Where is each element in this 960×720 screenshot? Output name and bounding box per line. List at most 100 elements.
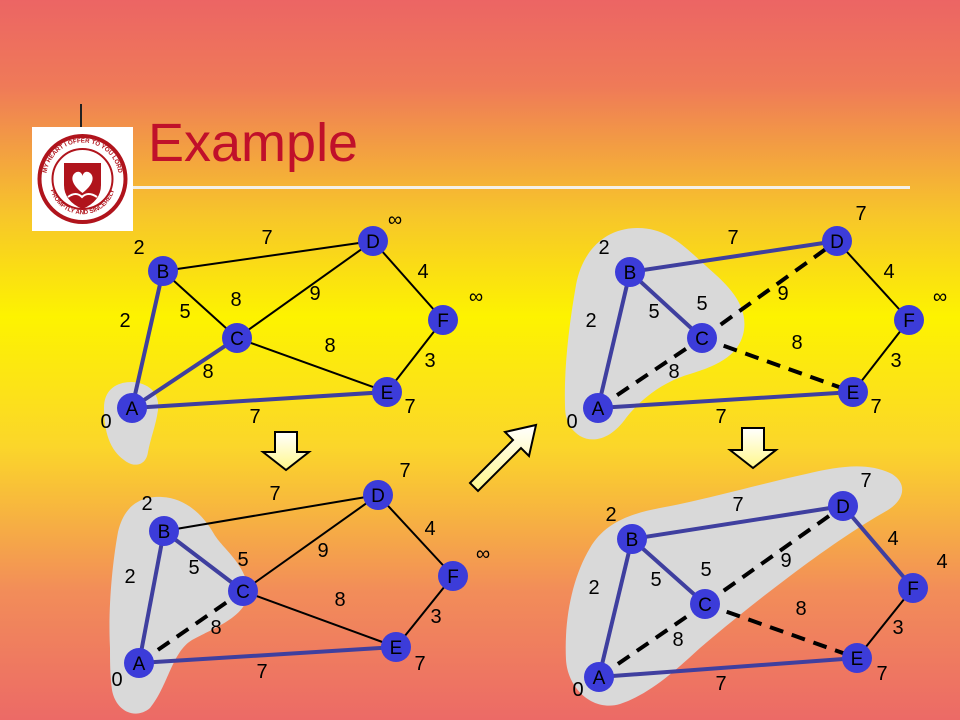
node-label-e: E — [390, 638, 403, 659]
node-distance-f: 4 — [936, 551, 947, 573]
edge-c-e — [704, 602, 858, 660]
node-distance-f: ∞ — [933, 286, 947, 308]
edge-b-d — [629, 239, 838, 274]
node-b: B — [149, 516, 179, 546]
node-distance-a: 0 — [572, 679, 583, 701]
node-label-c: C — [695, 329, 709, 350]
node-d: D — [358, 226, 388, 256]
edge-e-f — [386, 319, 444, 393]
edge-c-d — [242, 494, 379, 592]
edge-b-c — [162, 270, 238, 339]
edge-c-d — [236, 240, 374, 339]
visited-region-4 — [565, 466, 903, 706]
node-e: E — [372, 377, 402, 407]
node-b: B — [615, 257, 645, 287]
node-label-b: B — [158, 522, 171, 543]
node-distance-d: 7 — [860, 470, 871, 492]
node-distance-d: ∞ — [388, 209, 402, 231]
node-distance-e: 7 — [870, 396, 881, 418]
edge-weight-a-c: 8 — [672, 629, 683, 651]
node-label-f: F — [907, 579, 919, 600]
edge-weight-a-b: 2 — [585, 310, 596, 332]
edge-b-c — [628, 270, 704, 340]
node-label-b: B — [626, 530, 639, 551]
edge-weight-a-e: 7 — [249, 406, 260, 428]
node-label-e: E — [847, 383, 860, 404]
node-f: F — [438, 561, 468, 591]
node-a: A — [117, 393, 147, 423]
edge-weight-c-e: 8 — [795, 598, 806, 620]
node-distance-d: 7 — [855, 203, 866, 225]
node-distance-a: 0 — [111, 669, 122, 691]
node-label-f: F — [903, 311, 915, 332]
node-label-c: C — [236, 582, 250, 603]
edge-weight-a-c: 8 — [202, 361, 213, 383]
edge-e-f — [852, 319, 910, 393]
node-b: B — [617, 524, 647, 554]
edge-weight-a-b: 2 — [119, 310, 130, 332]
edge-a-c — [137, 589, 245, 665]
node-f: F — [894, 305, 924, 335]
edge-d-f — [836, 240, 910, 321]
node-c: C — [222, 323, 252, 353]
edge-weight-e-f: 3 — [430, 606, 441, 628]
edge-d-f — [377, 494, 454, 577]
edge-weight-b-d: 7 — [727, 227, 738, 249]
graph-panel-2 — [596, 239, 910, 410]
node-distance-b: 2 — [141, 493, 152, 515]
node-distance-b: 2 — [605, 504, 616, 526]
node-distance-f: ∞ — [469, 286, 483, 308]
title-tick-mark — [80, 104, 82, 130]
edge-weight-a-b: 2 — [124, 566, 135, 588]
visited-region-2 — [564, 228, 745, 440]
node-distance-c: 5 — [700, 559, 711, 581]
node-d: D — [822, 226, 852, 256]
edge-weight-c-e: 8 — [791, 332, 802, 354]
edge-weight-b-d: 7 — [732, 494, 743, 516]
node-e: E — [838, 377, 868, 407]
node-label-f: F — [437, 311, 449, 332]
edge-weight-b-c: 5 — [650, 569, 661, 591]
edge-weight-e-f: 3 — [892, 617, 903, 639]
node-label-d: D — [371, 486, 385, 507]
node-label-c: C — [698, 595, 712, 616]
node-distance-b: 2 — [133, 237, 144, 259]
edge-c-d — [703, 504, 845, 606]
diagonal-arrow — [468, 423, 538, 493]
down-arrow-left — [260, 431, 312, 472]
edge-weight-c-d: 9 — [780, 550, 791, 572]
edge-a-e — [131, 390, 388, 410]
edge-d-f — [372, 240, 444, 321]
node-label-b: B — [624, 263, 637, 284]
edge-weight-c-d: 9 — [777, 283, 788, 305]
edge-weight-b-c: 5 — [179, 301, 190, 323]
edge-weight-d-f: 4 — [883, 261, 894, 283]
edge-a-e — [138, 645, 397, 665]
edge-b-d — [163, 494, 379, 532]
edge-weight-a-c: 8 — [668, 361, 679, 383]
edge-weight-a-e: 7 — [256, 661, 267, 683]
edge-a-b — [597, 538, 634, 678]
graph-panel-1 — [130, 240, 444, 410]
node-distance-b: 2 — [598, 237, 609, 259]
node-distance-a: 0 — [100, 411, 111, 433]
edge-a-c — [596, 336, 704, 410]
edge-weight-c-e: 8 — [334, 589, 345, 611]
node-label-e: E — [851, 649, 864, 670]
edge-c-e — [701, 336, 854, 394]
edge-a-b — [596, 271, 632, 409]
edge-a-b — [130, 270, 165, 409]
edge-weight-a-b: 2 — [588, 577, 599, 599]
edge-weight-b-c: 5 — [188, 557, 199, 579]
edge-a-e — [597, 390, 854, 410]
edge-weight-b-d: 7 — [269, 483, 280, 505]
step-arrows — [260, 423, 779, 493]
edge-a-b — [137, 530, 166, 664]
title-underline — [133, 186, 910, 189]
node-distance-e: 7 — [414, 653, 425, 675]
edge-weight-a-e: 7 — [715, 673, 726, 695]
edge-weight-a-e: 7 — [715, 406, 726, 428]
edge-b-d — [631, 504, 844, 541]
edge-b-c — [630, 537, 707, 606]
